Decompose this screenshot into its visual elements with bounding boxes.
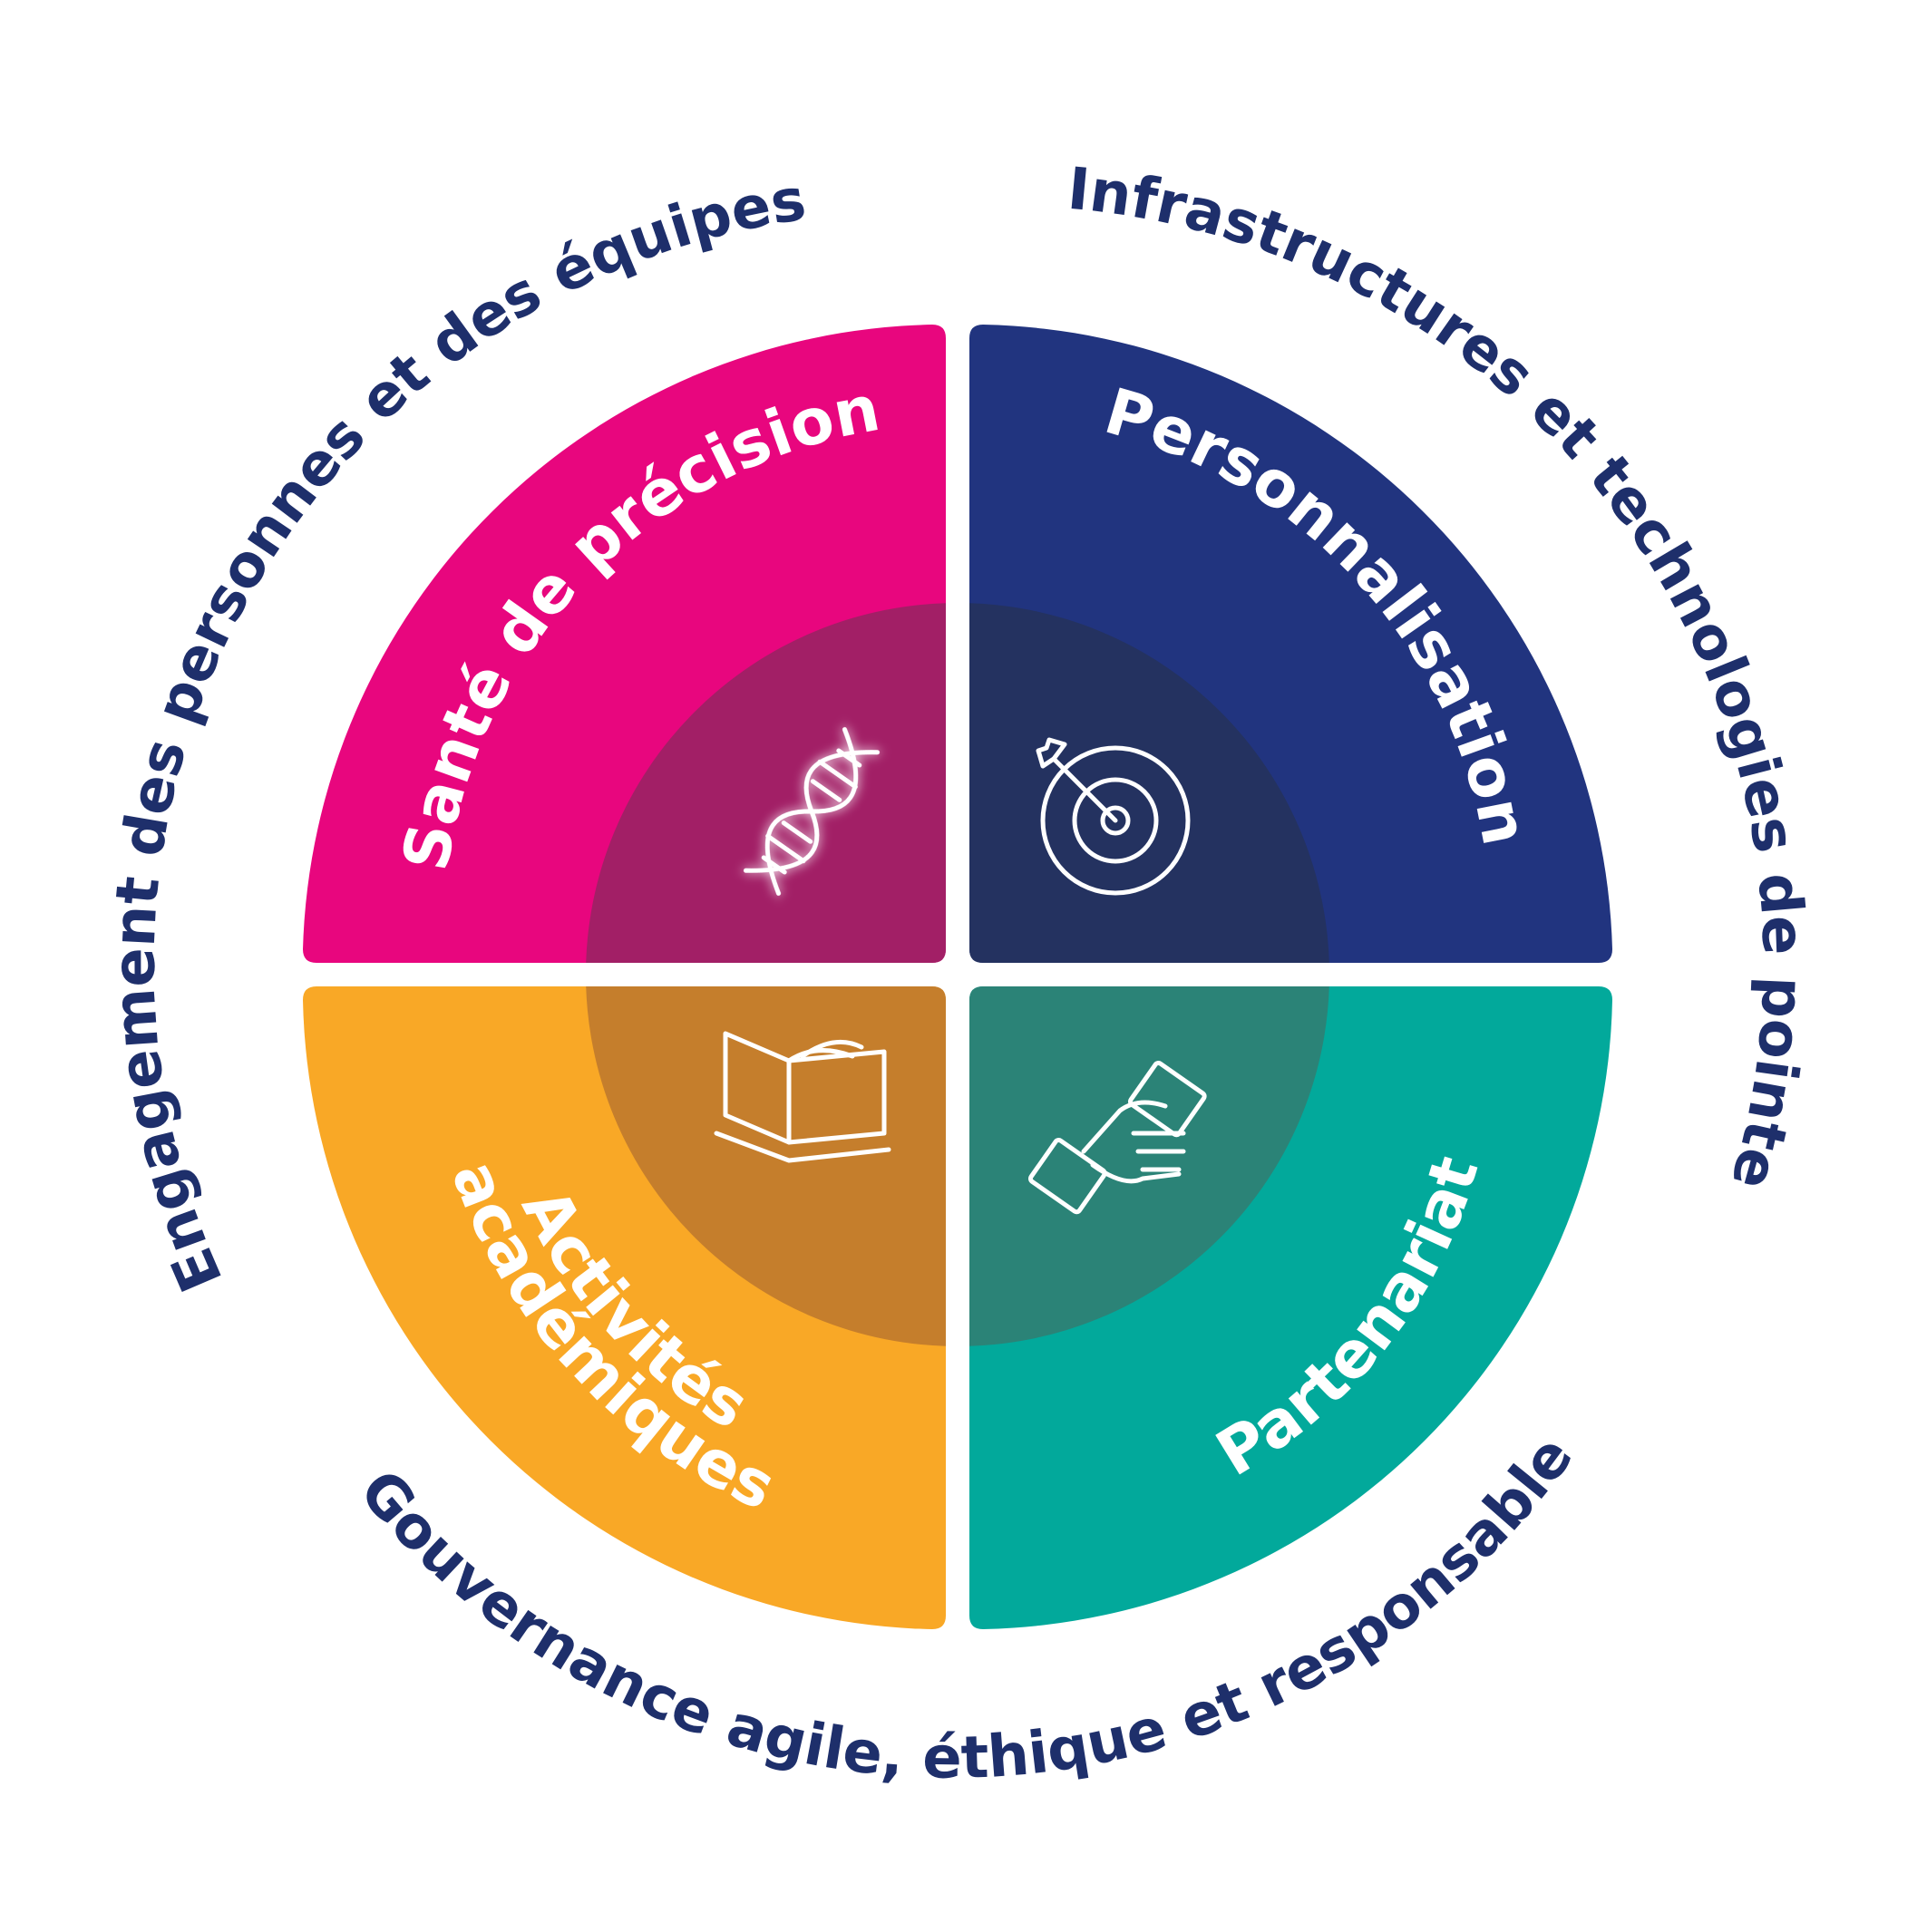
target-arrow-icon [1036, 737, 1191, 896]
handshake-icon [1027, 1061, 1207, 1215]
dna-icon [743, 727, 881, 896]
ring-label-bottom: Gouvernance agile, éthique et responsabl… [346, 1424, 1587, 1792]
quadrant-partenariat-inner [969, 986, 1329, 1346]
open-book-icon [714, 1031, 891, 1163]
quadrant-activites [303, 986, 946, 1629]
quadrant-activites-inner [586, 986, 946, 1346]
quadrant-sante-inner [586, 603, 946, 963]
